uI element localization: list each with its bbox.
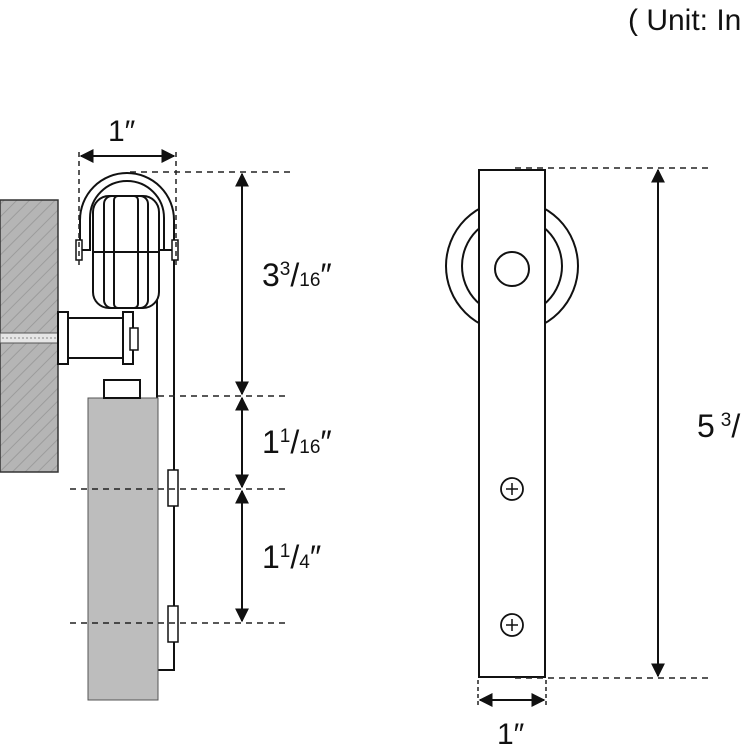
dim-label-1: 33/16″ [262,257,332,293]
door-panel [87,397,159,701]
top-width-dimension: 1″ [78,115,177,265]
spacer-nut [129,327,139,351]
side-view: 1″ 33/16″ 11/16″ 11/4″ [0,115,332,701]
axle-hole [494,251,530,287]
anti-jump-block [103,379,141,399]
dim-label-3: 11/4″ [262,539,321,575]
strap-screw-lower [167,605,179,643]
strap-screw-upper [167,469,179,507]
bottom-width-label: 1″ [497,718,525,750]
side-extension-lines [70,171,290,624]
unit-note: ( Unit: In [628,4,741,37]
strap-bolt-clip-right [171,239,179,261]
top-width-label: 1″ [108,115,136,148]
hanger-strap [79,172,175,253]
hanger-strap-front [478,169,546,678]
spacer-tube [67,317,124,359]
dim-label-2: 11/16″ [262,424,332,460]
screw-upper [500,477,524,501]
roller-wheel-side [92,195,160,309]
screw-lower [500,613,524,637]
spacer-washer [57,311,69,365]
